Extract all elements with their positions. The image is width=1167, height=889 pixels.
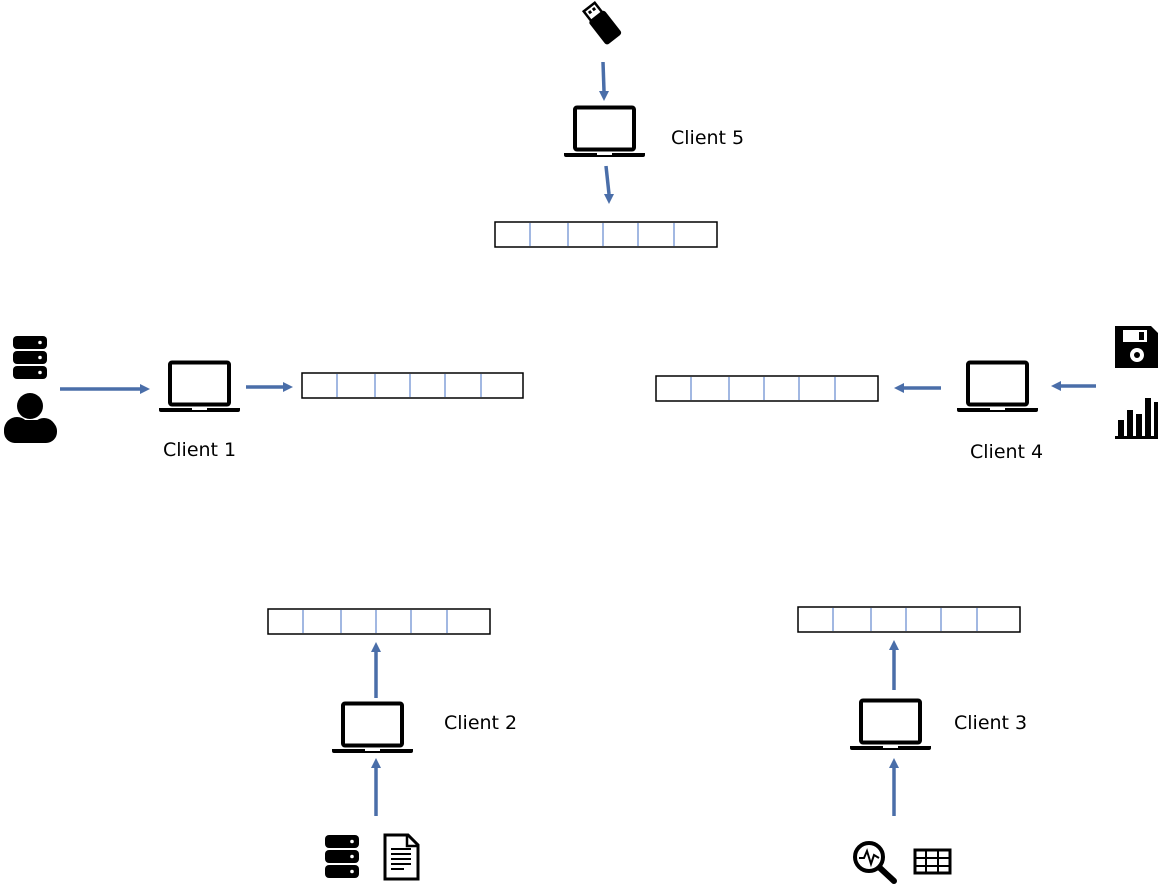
table-icon [913, 848, 952, 875]
client-2-label: Client 2 [444, 712, 518, 734]
client4-to-vector-arrow [894, 383, 941, 393]
client-4-vector [655, 375, 879, 402]
usb-drive-icon [581, 1, 622, 45]
client3-to-vector-arrow [889, 640, 899, 690]
sources-to-client2-arrow [371, 758, 381, 816]
client1-to-vector-arrow [246, 382, 293, 392]
database-icon [13, 336, 47, 379]
client-3-label: Client 3 [954, 712, 1028, 734]
database-icon [325, 835, 359, 878]
client-4-laptop-icon [955, 360, 1040, 414]
magnifier-chart-icon [853, 841, 897, 884]
client-1-label: Client 1 [163, 439, 237, 461]
client-3-laptop-icon [848, 698, 933, 752]
client-4-label: Client 4 [970, 441, 1044, 463]
cloud-icon [4, 393, 57, 443]
sources-to-client3-arrow [889, 758, 899, 816]
document-icon [383, 833, 420, 881]
usb-to-client5-arrow [599, 61, 609, 101]
sources-to-client1-arrow [60, 384, 150, 394]
client-2-vector [267, 608, 491, 635]
client-5-laptop-icon [562, 105, 647, 159]
client-1-vector [301, 372, 524, 399]
client-5-vector [494, 221, 718, 248]
client2-to-vector-arrow [371, 642, 381, 698]
client-2-laptop-icon [330, 701, 415, 755]
bar-chart-icon [1115, 398, 1158, 439]
client5-to-vector-arrow [604, 165, 614, 204]
client-1-laptop-icon [157, 360, 242, 414]
client-3-vector [797, 606, 1021, 633]
sources-to-client4-arrow [1051, 381, 1096, 391]
floppy-disk-icon [1115, 326, 1158, 368]
client-5-label: Client 5 [671, 127, 745, 149]
